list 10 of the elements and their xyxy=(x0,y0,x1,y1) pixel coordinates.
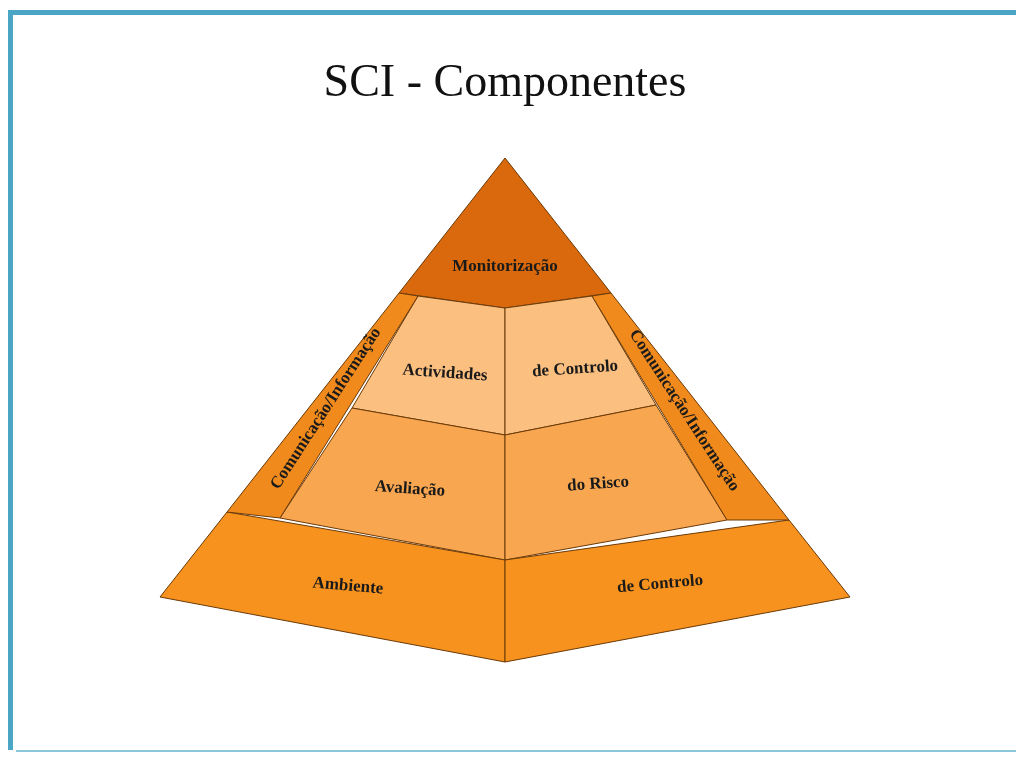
face-label: Ambiente xyxy=(312,573,384,597)
face-label: do Risco xyxy=(566,472,630,494)
pyramid-face xyxy=(505,520,850,662)
face-label: Monitorização xyxy=(452,256,558,274)
pyramid-face xyxy=(160,512,505,662)
face-label: Actividades xyxy=(402,360,488,384)
face-label: de Controlo xyxy=(531,356,619,380)
slide-title: SCI - Componentes xyxy=(322,54,688,108)
face-label: de Controlo xyxy=(616,570,704,596)
pyramid-face xyxy=(399,158,611,308)
